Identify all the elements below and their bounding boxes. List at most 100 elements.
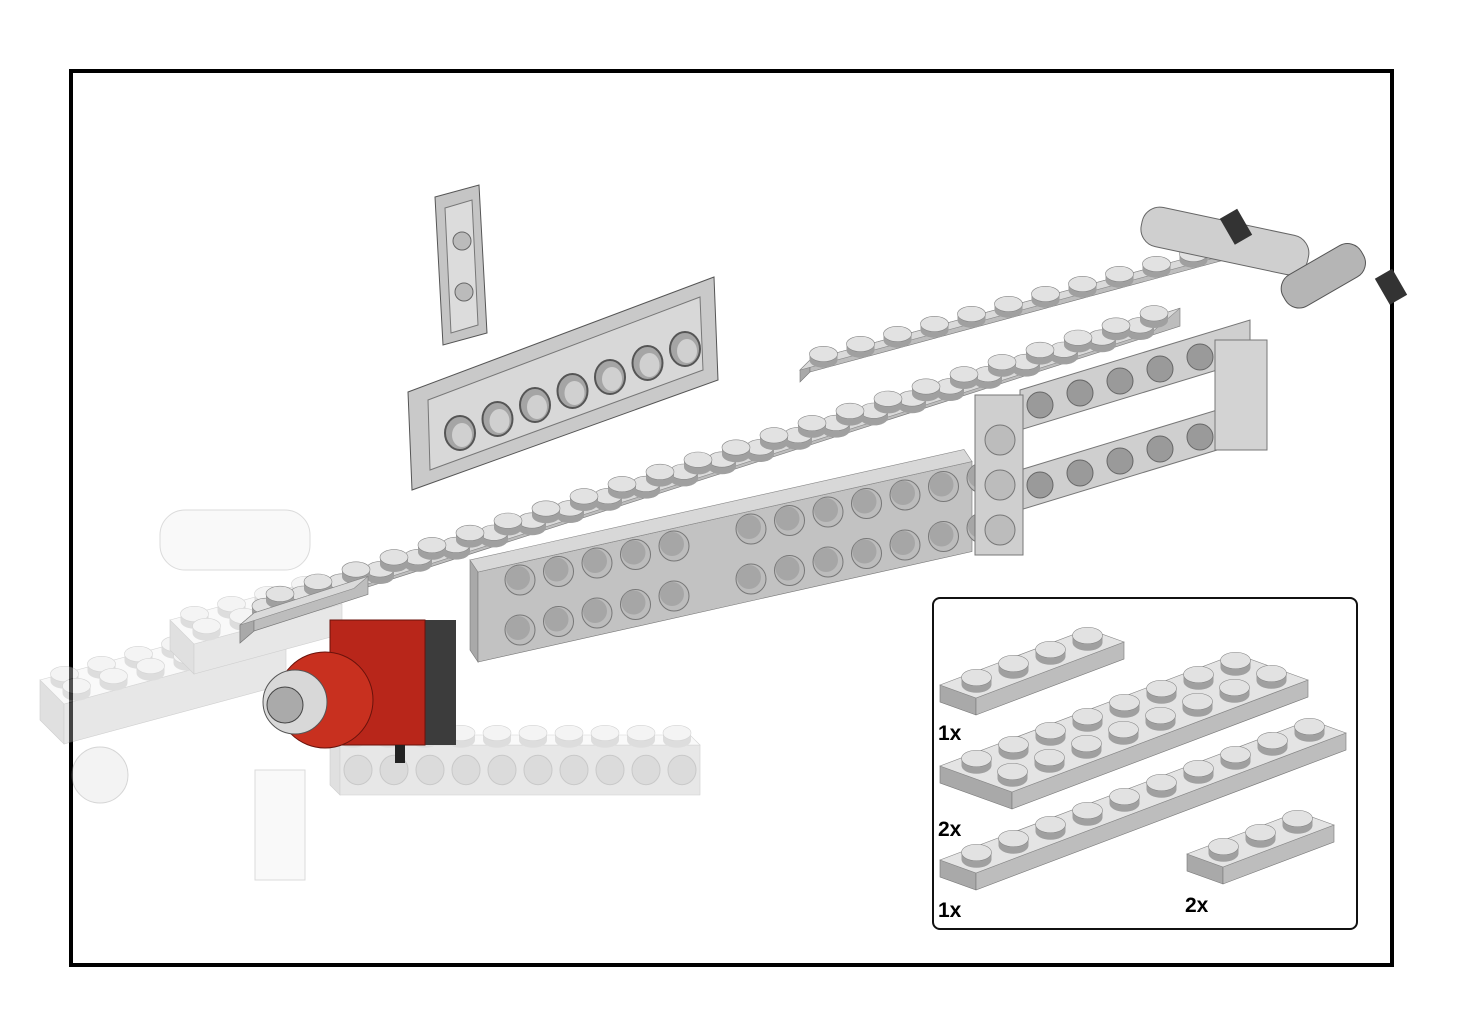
side-stud-face xyxy=(852,489,877,514)
stud-top xyxy=(994,295,1023,312)
part-plate-1 xyxy=(939,626,1125,716)
technic-hole xyxy=(1026,471,1054,499)
part-qty-1: 1x xyxy=(938,722,962,745)
stud-top xyxy=(136,657,165,674)
side-stud xyxy=(984,469,1016,501)
stud-side xyxy=(62,686,91,693)
technic-hole xyxy=(1106,447,1134,475)
stud-top xyxy=(1219,678,1250,697)
stud-top xyxy=(998,654,1029,673)
stud-top xyxy=(1220,745,1251,764)
ghost-gear xyxy=(71,746,129,804)
stud-top xyxy=(961,668,992,687)
stud-side xyxy=(229,616,258,623)
stud-top xyxy=(998,735,1029,754)
stud-top xyxy=(1145,706,1176,725)
side-stud-face xyxy=(814,548,838,572)
side-stud-face xyxy=(929,522,954,547)
stud-base xyxy=(180,613,209,629)
stud-side xyxy=(663,733,691,740)
stud xyxy=(454,282,474,302)
stud-side xyxy=(519,733,547,740)
stud-top xyxy=(1035,815,1066,834)
stud-side xyxy=(447,733,475,740)
technic-hole xyxy=(523,754,553,786)
technic-hole-inner xyxy=(639,353,660,377)
page-frame xyxy=(69,69,1394,967)
stud-top xyxy=(1220,651,1251,670)
stud-top xyxy=(531,500,561,517)
parts-callout-box xyxy=(932,597,1358,930)
stud-top xyxy=(50,665,79,682)
part-plate-4 xyxy=(1186,809,1335,885)
stud-top xyxy=(1257,731,1288,750)
technic-hole-inner xyxy=(489,409,510,433)
stud-top xyxy=(759,427,789,444)
plate-end-face xyxy=(469,559,479,663)
stud-side xyxy=(210,646,239,653)
stud-base xyxy=(555,732,583,748)
technic-hole xyxy=(1146,355,1174,383)
motor-cable xyxy=(395,745,405,763)
part-qty-2: 2x xyxy=(938,818,962,841)
stud-top xyxy=(180,605,209,622)
technic-hole xyxy=(487,754,517,786)
stud-top xyxy=(210,637,239,654)
stud-side xyxy=(198,634,227,641)
stud-side xyxy=(217,604,246,611)
stud-top xyxy=(626,724,656,741)
side-stud-face xyxy=(621,540,646,565)
stud-top xyxy=(721,439,751,456)
stud-top xyxy=(417,537,447,554)
stud-top xyxy=(482,724,512,741)
stud-top xyxy=(998,829,1029,848)
stud-top xyxy=(1256,664,1287,683)
technic-hole xyxy=(1186,343,1214,371)
stud-top xyxy=(1109,787,1140,806)
technic-hole xyxy=(631,754,661,786)
stud-top xyxy=(87,655,116,672)
stud-top xyxy=(1035,721,1066,740)
plate-top-face xyxy=(469,449,973,573)
technic-hole xyxy=(1026,391,1054,419)
stud-base xyxy=(663,732,691,748)
side-stud-face xyxy=(583,599,607,623)
stud-top xyxy=(911,378,941,395)
stud-top xyxy=(1101,317,1131,334)
side-stud-face xyxy=(583,549,607,573)
stud-base xyxy=(99,675,128,691)
part-plate-2 xyxy=(939,651,1309,810)
stud-top xyxy=(1183,759,1214,778)
stud-top xyxy=(809,345,838,362)
stud-base xyxy=(198,633,227,649)
stud-top xyxy=(645,463,675,480)
stud-top xyxy=(961,843,992,862)
side-stud-face xyxy=(737,515,761,539)
stud-top xyxy=(1072,626,1103,645)
stud-base xyxy=(217,603,246,619)
side-stud-face xyxy=(775,556,800,581)
technic-hole xyxy=(595,754,625,786)
technic-hole xyxy=(667,754,697,786)
side-stud-face xyxy=(929,472,954,497)
axle-connector-angled xyxy=(1280,243,1366,309)
stud-base xyxy=(519,732,547,748)
stud-top xyxy=(1182,692,1213,711)
stud-base xyxy=(136,665,165,681)
side-stud-face xyxy=(891,481,915,505)
stud-side xyxy=(161,644,190,651)
stud-top xyxy=(957,305,986,322)
part-qty-4: 2x xyxy=(1185,894,1209,917)
stud-top xyxy=(662,724,692,741)
motor-dark-side xyxy=(420,620,456,745)
technic-hole xyxy=(1066,379,1094,407)
plate-end-face xyxy=(169,619,195,675)
technic-hole xyxy=(1066,459,1094,487)
stud-top xyxy=(1031,285,1060,302)
stud-top xyxy=(683,451,713,468)
stud-base xyxy=(210,645,239,661)
side-stud-face xyxy=(891,531,915,555)
plate-end-face xyxy=(39,679,65,745)
upper-plate-row xyxy=(798,236,1256,383)
